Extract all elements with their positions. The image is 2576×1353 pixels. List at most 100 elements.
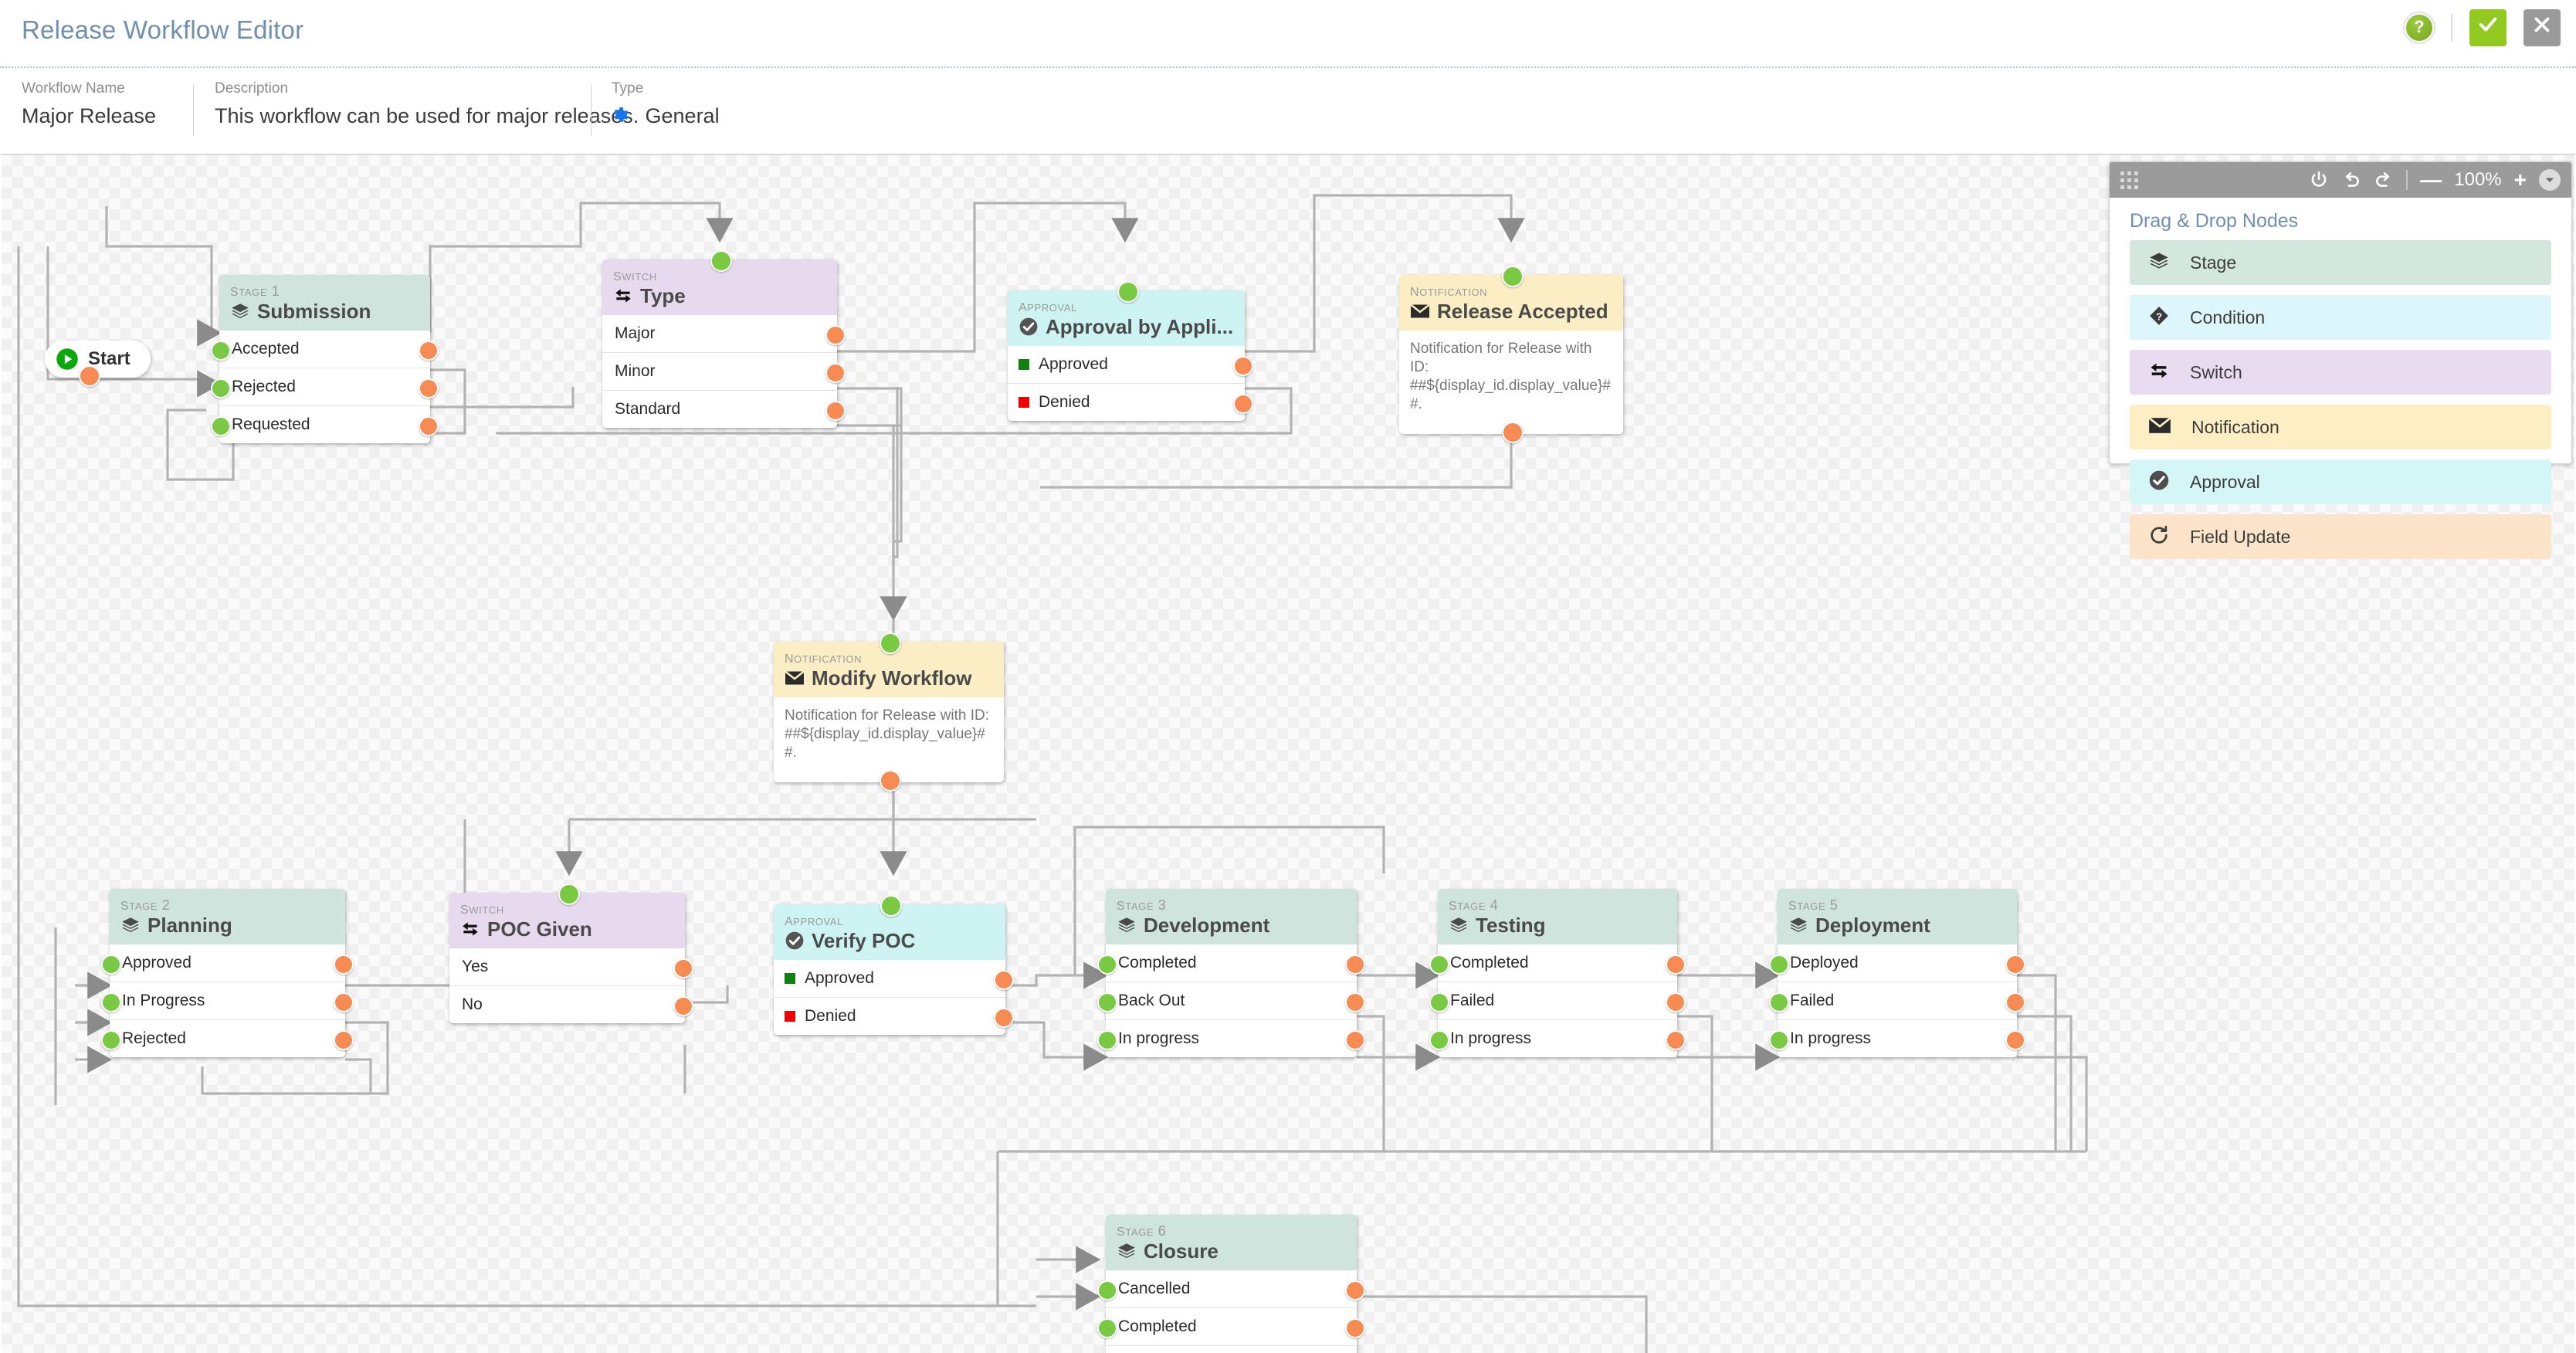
input-port[interactable]: [1769, 1030, 1789, 1050]
palette-item-notification[interactable]: Notification: [2130, 405, 2551, 449]
help-circle-icon[interactable]: ?: [2405, 13, 2434, 42]
table-row[interactable]: Failed: [1429, 982, 1686, 1020]
input-port[interactable]: [1769, 955, 1789, 975]
table-row[interactable]: Completed: [1097, 944, 1365, 982]
output-port[interactable]: [2005, 955, 2025, 975]
table-row[interactable]: Deployed: [1769, 944, 2025, 982]
table-row[interactable]: Completed: [1097, 1308, 1365, 1346]
node-stage1[interactable]: Stage 1 Submission Accepted Rejected: [211, 275, 439, 443]
node-switch-poc-given[interactable]: Switch POC Given Yes No: [449, 883, 693, 1023]
output-port[interactable]: [1345, 955, 1365, 975]
output-port[interactable]: [1345, 992, 1365, 1012]
table-row[interactable]: Denied: [1008, 384, 1253, 421]
table-row[interactable]: Minor: [602, 353, 846, 391]
table-row[interactable]: Approved: [101, 944, 354, 982]
table-row[interactable]: Accepted: [211, 331, 439, 368]
output-port[interactable]: [419, 416, 439, 436]
table-row[interactable]: Yes: [449, 948, 693, 986]
canvas-toolbar[interactable]: — 100% +: [2110, 162, 2571, 198]
output-port[interactable]: [673, 996, 693, 1016]
palette-item-stage[interactable]: Stage: [2130, 240, 2551, 285]
palette-item-condition[interactable]: ? Condition: [2130, 295, 2551, 340]
table-row[interactable]: In progress: [1097, 1020, 1365, 1057]
input-port[interactable]: [101, 992, 121, 1012]
output-port[interactable]: [419, 378, 439, 398]
table-row[interactable]: In Progress: [101, 982, 354, 1020]
table-row[interactable]: Approved: [774, 960, 1014, 998]
output-port[interactable]: [2005, 992, 2025, 1012]
output-port[interactable]: [419, 341, 439, 361]
table-row[interactable]: Rejected: [211, 368, 439, 406]
table-row[interactable]: In progress: [1429, 1020, 1686, 1057]
node-stage4[interactable]: Stage 4 Testing Completed Failed In: [1429, 889, 1686, 1057]
input-port[interactable]: [1097, 955, 1117, 975]
input-port-top[interactable]: [1117, 281, 1139, 303]
output-port[interactable]: [1345, 1030, 1365, 1050]
output-port[interactable]: [334, 992, 354, 1012]
node-stage3[interactable]: Stage 3 Development Completed Back Out: [1097, 889, 1365, 1057]
drag-grip-icon[interactable]: [2120, 171, 2138, 189]
start-node[interactable]: Start: [45, 341, 151, 387]
start-output-port[interactable]: [79, 365, 100, 387]
undo-icon[interactable]: [2341, 170, 2361, 190]
power-icon[interactable]: [2309, 170, 2329, 190]
confirm-button[interactable]: [2469, 9, 2507, 46]
table-row[interactable]: In progress: [1769, 1020, 2025, 1057]
node-stage2[interactable]: Stage 2 Planning Approved In Progress: [101, 889, 354, 1057]
output-port[interactable]: [334, 955, 354, 975]
table-row[interactable]: Major: [602, 315, 846, 353]
input-port[interactable]: [211, 341, 231, 361]
input-port[interactable]: [211, 378, 231, 398]
table-row[interactable]: No: [449, 986, 693, 1023]
table-row[interactable]: Cancelled: [1097, 1270, 1365, 1308]
node-approval-verify-poc[interactable]: Approval Verify POC Approved Denied: [774, 895, 1014, 1035]
input-port[interactable]: [1429, 1030, 1449, 1050]
input-port[interactable]: [211, 416, 231, 436]
input-port-top[interactable]: [558, 883, 580, 905]
output-port-bottom[interactable]: [880, 770, 901, 792]
input-port-top[interactable]: [880, 895, 902, 917]
input-port-top[interactable]: [880, 632, 901, 654]
table-row[interactable]: Completed: [1429, 944, 1686, 982]
input-port[interactable]: [1097, 992, 1117, 1012]
table-row[interactable]: Approved: [1008, 346, 1253, 384]
palette-item-field-update[interactable]: Field Update: [2130, 514, 2551, 559]
input-port[interactable]: [1769, 992, 1789, 1012]
input-port[interactable]: [1429, 992, 1449, 1012]
input-port[interactable]: [1097, 1280, 1117, 1300]
output-port[interactable]: [673, 958, 693, 978]
table-row[interactable]: Rejected: [101, 1020, 354, 1057]
zoom-in-button[interactable]: +: [2513, 168, 2527, 192]
table-row[interactable]: Back Out: [1097, 982, 1365, 1020]
output-port[interactable]: [1233, 394, 1253, 414]
palette-item-switch[interactable]: Switch: [2130, 350, 2551, 395]
output-port[interactable]: [1666, 1030, 1686, 1050]
table-row[interactable]: Requested: [211, 406, 439, 443]
input-port[interactable]: [1097, 1030, 1117, 1050]
output-port-bottom[interactable]: [1502, 422, 1524, 443]
output-port[interactable]: [1233, 356, 1253, 376]
node-approval-application[interactable]: Approval Approval by Appli... Approved D…: [1008, 281, 1253, 421]
input-port-top[interactable]: [1502, 266, 1524, 287]
output-port[interactable]: [1345, 1318, 1365, 1338]
output-port[interactable]: [994, 1008, 1014, 1028]
node-palette-panel[interactable]: — 100% + Drag & Drop Nodes Stage ? Condi…: [2109, 161, 2572, 559]
input-port-top[interactable]: [710, 250, 732, 272]
table-row[interactable]: Denied: [774, 998, 1014, 1035]
output-port[interactable]: [1666, 992, 1686, 1012]
output-port[interactable]: [825, 363, 846, 383]
output-port[interactable]: [1345, 1280, 1365, 1300]
input-port[interactable]: [101, 1030, 121, 1050]
palette-item-approval[interactable]: Approval: [2130, 459, 2551, 504]
output-port[interactable]: [2005, 1030, 2025, 1050]
table-row[interactable]: Standard: [602, 391, 846, 428]
node-notification-modify-workflow[interactable]: Notification Modify Workflow Notificatio…: [774, 632, 1004, 792]
output-port[interactable]: [994, 970, 1014, 990]
redo-icon[interactable]: [2374, 170, 2394, 190]
input-port[interactable]: [101, 955, 121, 975]
node-stage6[interactable]: Stage 6 Closure Cancelled Completed: [1097, 1215, 1365, 1353]
chevron-down-icon[interactable]: [2539, 169, 2561, 191]
zoom-out-button[interactable]: —: [2420, 168, 2442, 192]
node-switch-type[interactable]: Switch Type Major Minor Standard: [602, 250, 846, 428]
node-notification-release-accepted[interactable]: Notification Release Accepted Notificati…: [1399, 266, 1623, 443]
